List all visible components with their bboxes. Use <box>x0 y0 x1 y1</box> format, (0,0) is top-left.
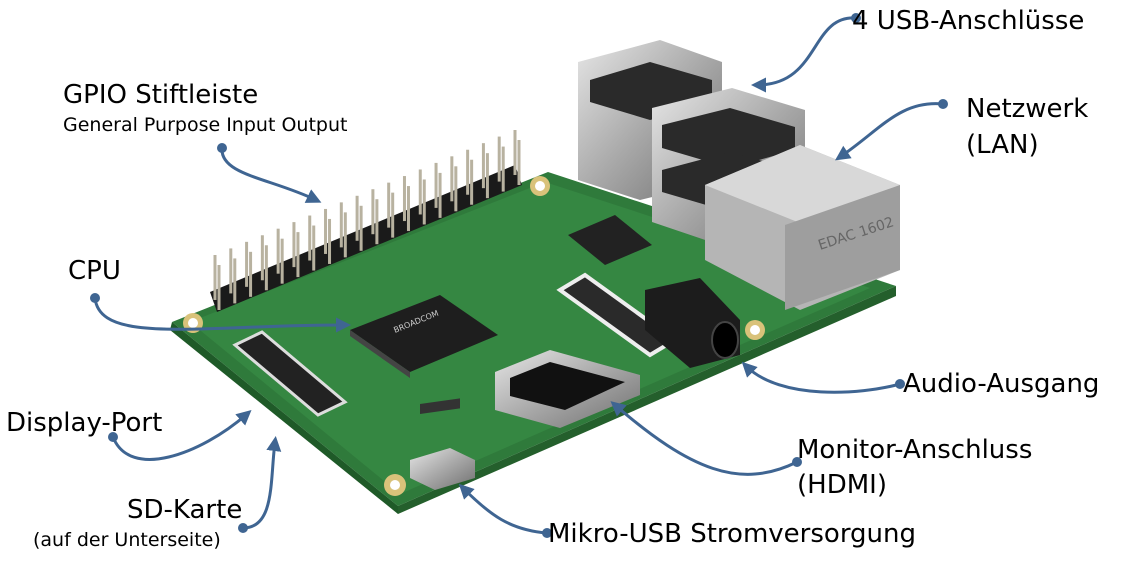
label-sd-sub: (auf der Unterseite) <box>33 529 221 551</box>
ethernet-port: EDAC 1602 <box>705 145 900 310</box>
arrow-hdmi <box>610 401 798 476</box>
label-display: Display-Port <box>6 408 163 438</box>
audio-jack <box>645 278 740 368</box>
arrow-gpio <box>220 147 322 203</box>
label-hdmi-sub: (HDMI) <box>797 470 887 500</box>
lan-chip <box>568 215 652 265</box>
label-usb: 4 USB-Anschlüsse <box>852 6 1085 36</box>
arrow-audio <box>741 361 901 394</box>
arrow-lan <box>835 102 944 161</box>
label-hdmi-title: Monitor-Anschluss <box>797 435 1033 465</box>
gpio-header <box>210 130 522 312</box>
arrow-display <box>111 410 252 461</box>
arrow-sd <box>242 436 282 530</box>
hdmi-port <box>495 350 640 428</box>
display-connector <box>232 330 348 417</box>
arrow-power <box>458 483 548 535</box>
label-lan-title: Netzwerk <box>966 94 1089 124</box>
arrow-usb <box>751 16 857 93</box>
label-power: Mikro-USB Stromversorgung <box>548 519 917 549</box>
label-lan-sub: (LAN) <box>966 130 1039 160</box>
arrow-cpu <box>93 297 351 333</box>
cpu-chip: BROADCOM <box>350 295 498 378</box>
label-gpio-title: GPIO Stiftleiste <box>63 80 259 110</box>
micro-usb-port <box>410 398 475 490</box>
label-audio: Audio-Ausgang <box>903 369 1100 399</box>
label-cpu: CPU <box>68 256 121 286</box>
label-sd-title: SD-Karte <box>127 495 243 525</box>
label-gpio-sub: General Purpose Input Output <box>63 114 348 136</box>
